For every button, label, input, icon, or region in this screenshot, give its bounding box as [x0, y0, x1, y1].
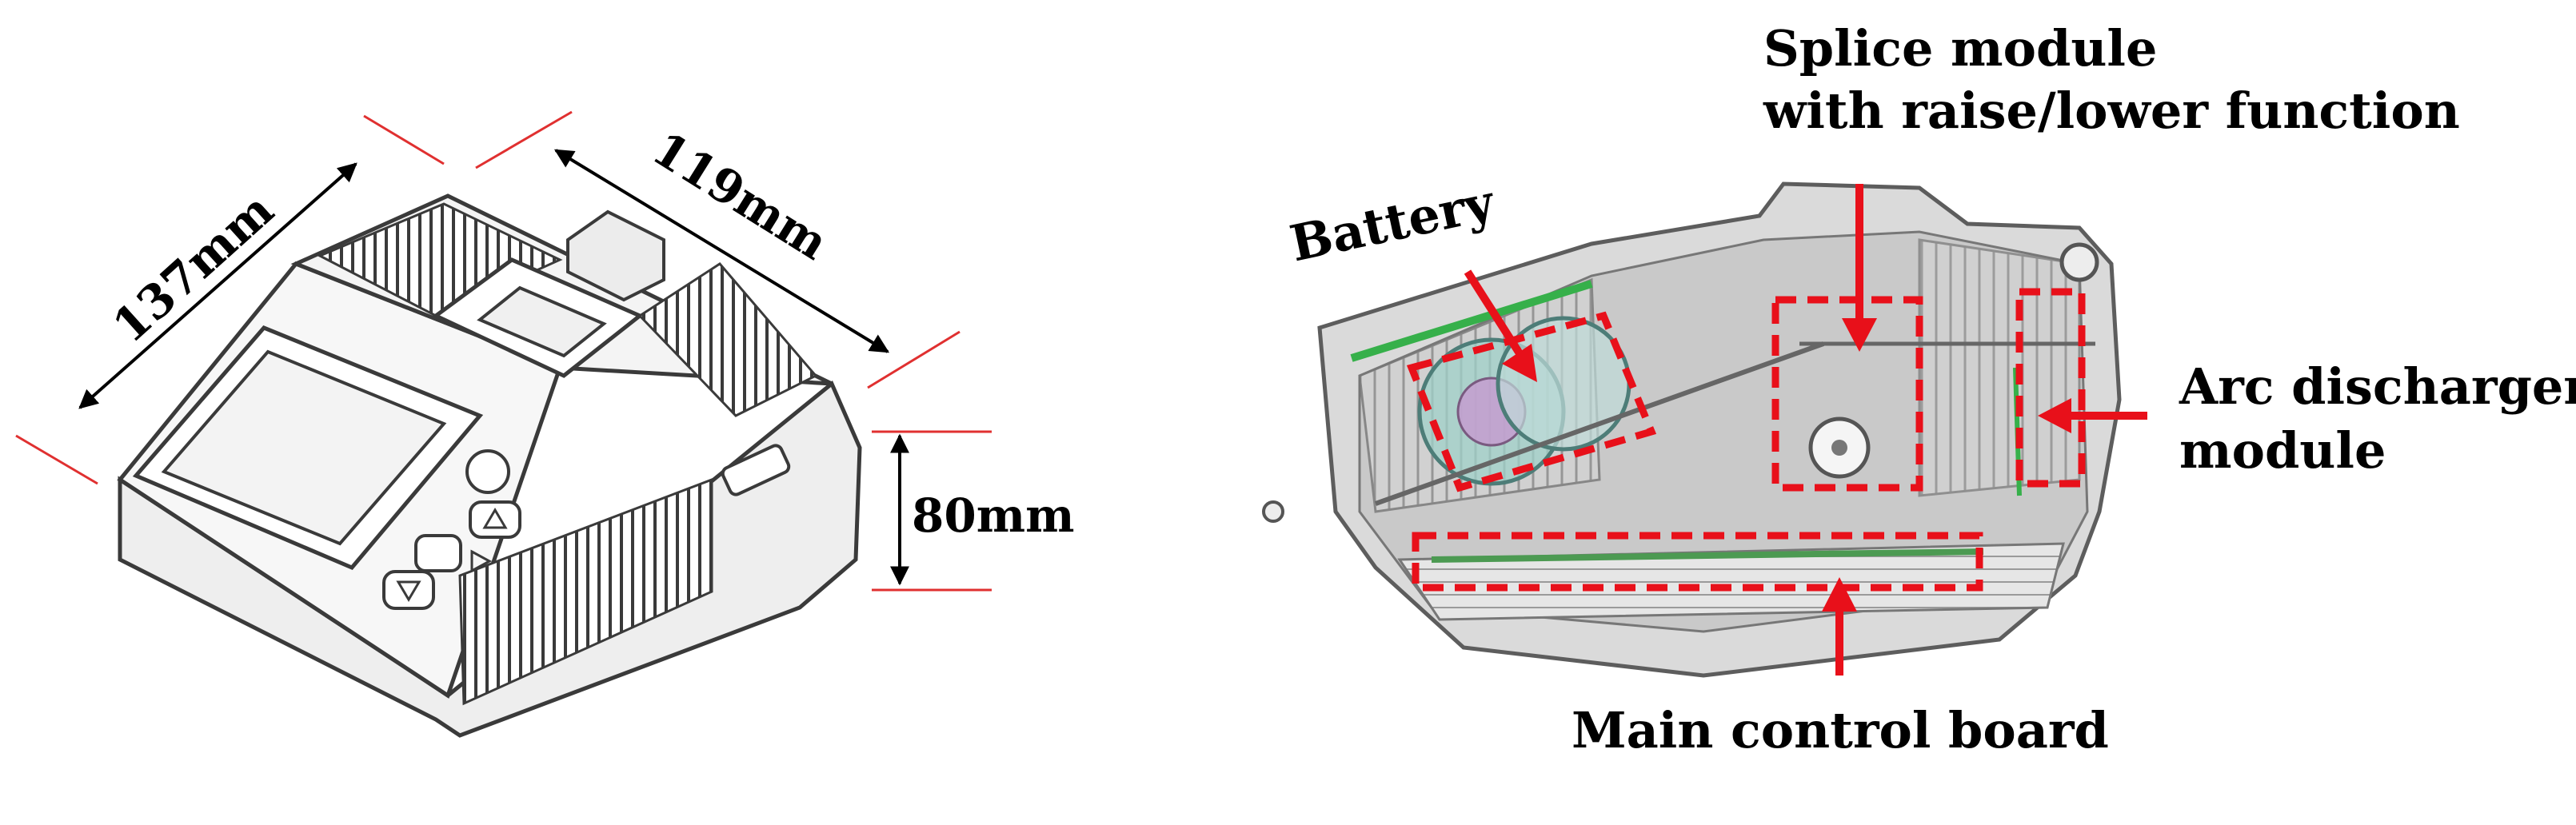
- board-arrow-head: [1822, 577, 1857, 612]
- splice-gear-hub: [1831, 440, 1847, 456]
- pcb-trace-left: [1350, 280, 1593, 362]
- device-exterior-drawing: 137mm 119mm 80mm: [15, 110, 1074, 738]
- splice-arrow-head: [1842, 318, 1877, 352]
- battery-highlight-box: [1406, 311, 1657, 492]
- depth-dimension-arrow: [78, 162, 357, 409]
- pcb-trace-bottom: [1431, 548, 1984, 563]
- main-control-board-highlight-box: [1412, 532, 1983, 592]
- annotation-arrows: [1464, 184, 2147, 676]
- side-vent-grill: [458, 477, 713, 706]
- diagonal-guide-rail: [1374, 341, 1825, 506]
- power-button-icon: [465, 449, 510, 494]
- battery-arrow-head: [1502, 344, 1537, 382]
- module-highlight-boxes: [1406, 288, 2086, 592]
- hinge-knob: [2059, 242, 2099, 282]
- down-button-icon: [382, 570, 435, 610]
- right-triangle-icon: [470, 549, 493, 573]
- rear-vent-grill: [637, 262, 818, 417]
- splice-module-highlight-box: [1771, 296, 1923, 492]
- main-control-board-label: Main control board: [1572, 701, 2109, 759]
- battery-label: Battery: [1285, 173, 1500, 273]
- dimension-guide-lines: [15, 110, 992, 592]
- arc-discharger-label-line1: Arc discharger: [2179, 357, 2576, 416]
- up-button-icon: [469, 500, 521, 539]
- width-label: 119mm: [643, 122, 837, 271]
- arc-arrow-head: [2038, 398, 2071, 433]
- splice-module-label-line1: Splice module: [1763, 19, 2157, 78]
- splice-module-label-line2: with raise/lower function: [1763, 82, 2460, 140]
- square-button-icon: [414, 534, 462, 572]
- xray-lower-rails: [1397, 542, 2065, 621]
- down-triangle-icon: [396, 580, 421, 602]
- height-label: 80mm: [912, 488, 1074, 543]
- device-xray-drawing: Splice module with raise/lower function …: [1262, 19, 2576, 759]
- up-triangle-icon: [482, 508, 508, 529]
- xray-right-inner: [1918, 238, 2081, 497]
- left-pin: [1262, 500, 1284, 523]
- side-latch: [721, 444, 791, 496]
- arc-discharger-label-line2: module: [2179, 421, 2386, 480]
- width-dimension-arrow: [553, 149, 890, 353]
